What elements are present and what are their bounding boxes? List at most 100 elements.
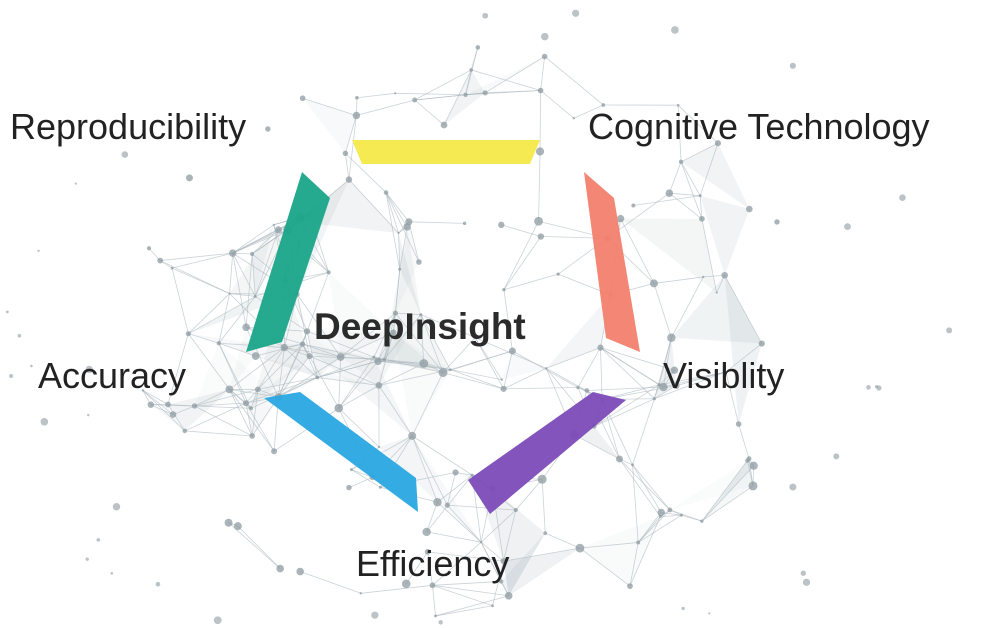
mesh-edge [503, 273, 559, 291]
mesh-node [306, 353, 313, 360]
mesh-node [473, 336, 477, 339]
mesh-facet [701, 460, 754, 522]
mesh-edge [546, 347, 601, 369]
scatter-dot [9, 373, 14, 378]
mesh-edge [338, 356, 342, 409]
mesh-facet [302, 98, 357, 154]
mesh-facet [150, 404, 185, 431]
mesh-node [749, 461, 758, 470]
mesh-edge [317, 377, 379, 386]
mesh-node [475, 45, 481, 50]
mesh-node [676, 103, 680, 107]
mesh-edge [515, 479, 543, 511]
mesh-node [537, 474, 547, 484]
mesh-facet [395, 221, 419, 314]
mesh-edge [680, 142, 719, 163]
mesh-edge [670, 276, 704, 338]
mesh-facet [671, 275, 762, 344]
mesh-edge [237, 525, 281, 569]
mesh-node [412, 97, 418, 103]
mesh-node [429, 582, 436, 589]
mesh-node [169, 411, 177, 418]
mesh-edge [338, 356, 375, 409]
mesh-node [405, 218, 413, 226]
mesh-edge [306, 330, 375, 358]
mesh-edge [284, 347, 318, 378]
mesh-edge [470, 47, 479, 71]
mesh-node [491, 604, 494, 608]
mesh-edge [420, 314, 425, 364]
mesh-edge [725, 371, 740, 425]
mesh-facet [492, 488, 546, 596]
mesh-edge [423, 363, 451, 371]
mesh-node [326, 270, 331, 275]
mesh-node [543, 531, 548, 536]
scatter-dot [833, 453, 840, 460]
mesh-edge [229, 347, 285, 390]
mesh-node [508, 347, 516, 355]
mesh-node [191, 403, 198, 409]
mesh-edge [251, 253, 256, 297]
mesh-edge [232, 253, 247, 328]
mesh-facet [298, 179, 399, 233]
mesh-node [627, 583, 633, 590]
mesh-facet [700, 195, 750, 276]
mesh-edge [577, 347, 601, 388]
mesh-edge [284, 347, 341, 358]
mesh-edge [471, 69, 541, 91]
mesh-node [382, 357, 386, 362]
mesh-edge [680, 161, 703, 220]
mesh-facet [501, 350, 547, 380]
mesh-node [500, 378, 503, 381]
mesh-node [146, 246, 152, 251]
mesh-edge [232, 224, 275, 254]
mesh-edge [411, 435, 438, 503]
scatter-dot [876, 385, 882, 391]
mesh-node [359, 592, 362, 595]
mesh-node [537, 233, 545, 240]
mesh-node [670, 366, 679, 374]
mesh-node [253, 294, 257, 298]
mesh-node [556, 272, 560, 276]
mesh-node [216, 341, 222, 346]
mesh-edge [420, 314, 451, 370]
mesh-node [248, 406, 253, 411]
mesh-node [541, 53, 548, 60]
mesh-node [615, 455, 623, 463]
mesh-node [500, 558, 507, 565]
mesh-node [394, 92, 397, 95]
mesh-edge [408, 221, 465, 224]
mesh-edge [383, 332, 394, 360]
mesh-edge [150, 404, 174, 415]
mesh-edge [465, 90, 541, 96]
mesh-node [667, 507, 673, 513]
mesh-edge [669, 192, 701, 197]
mesh-node [378, 485, 382, 489]
mesh-edge [442, 350, 513, 374]
mesh-node [500, 385, 507, 392]
scatter-dot [96, 538, 101, 542]
mesh-edge [620, 218, 655, 284]
mesh-facet [574, 426, 620, 459]
scatter-dot [708, 612, 711, 615]
mesh-edge [160, 260, 230, 294]
mesh-edge [373, 312, 396, 358]
mesh-edge [600, 347, 660, 386]
mesh-edge [351, 469, 373, 478]
mesh-edge [654, 371, 727, 400]
mesh-node [498, 579, 504, 584]
mesh-node [228, 292, 231, 295]
mesh-node [597, 344, 604, 351]
mesh-node [657, 383, 661, 387]
mesh-edge [654, 385, 677, 400]
mesh-edge [399, 226, 408, 270]
mesh-node [678, 159, 684, 165]
mesh-edge [302, 343, 341, 358]
mesh-edge [703, 274, 725, 278]
mesh-edge [338, 360, 379, 409]
scatter-dot [789, 62, 796, 69]
mesh-edge [632, 398, 655, 465]
mesh-edge [426, 502, 438, 533]
mesh-node [724, 370, 727, 374]
